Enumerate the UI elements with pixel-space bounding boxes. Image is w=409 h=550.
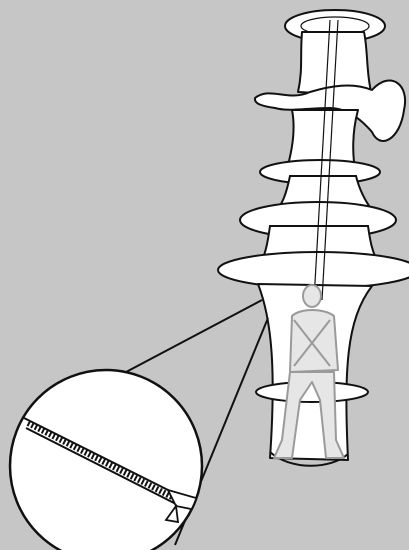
zipper-detail-circle bbox=[8, 368, 204, 550]
middle-rings bbox=[217, 159, 409, 289]
center-rope bbox=[313, 19, 339, 301]
zipper-track bbox=[23, 417, 178, 505]
person-figure bbox=[273, 284, 345, 459]
